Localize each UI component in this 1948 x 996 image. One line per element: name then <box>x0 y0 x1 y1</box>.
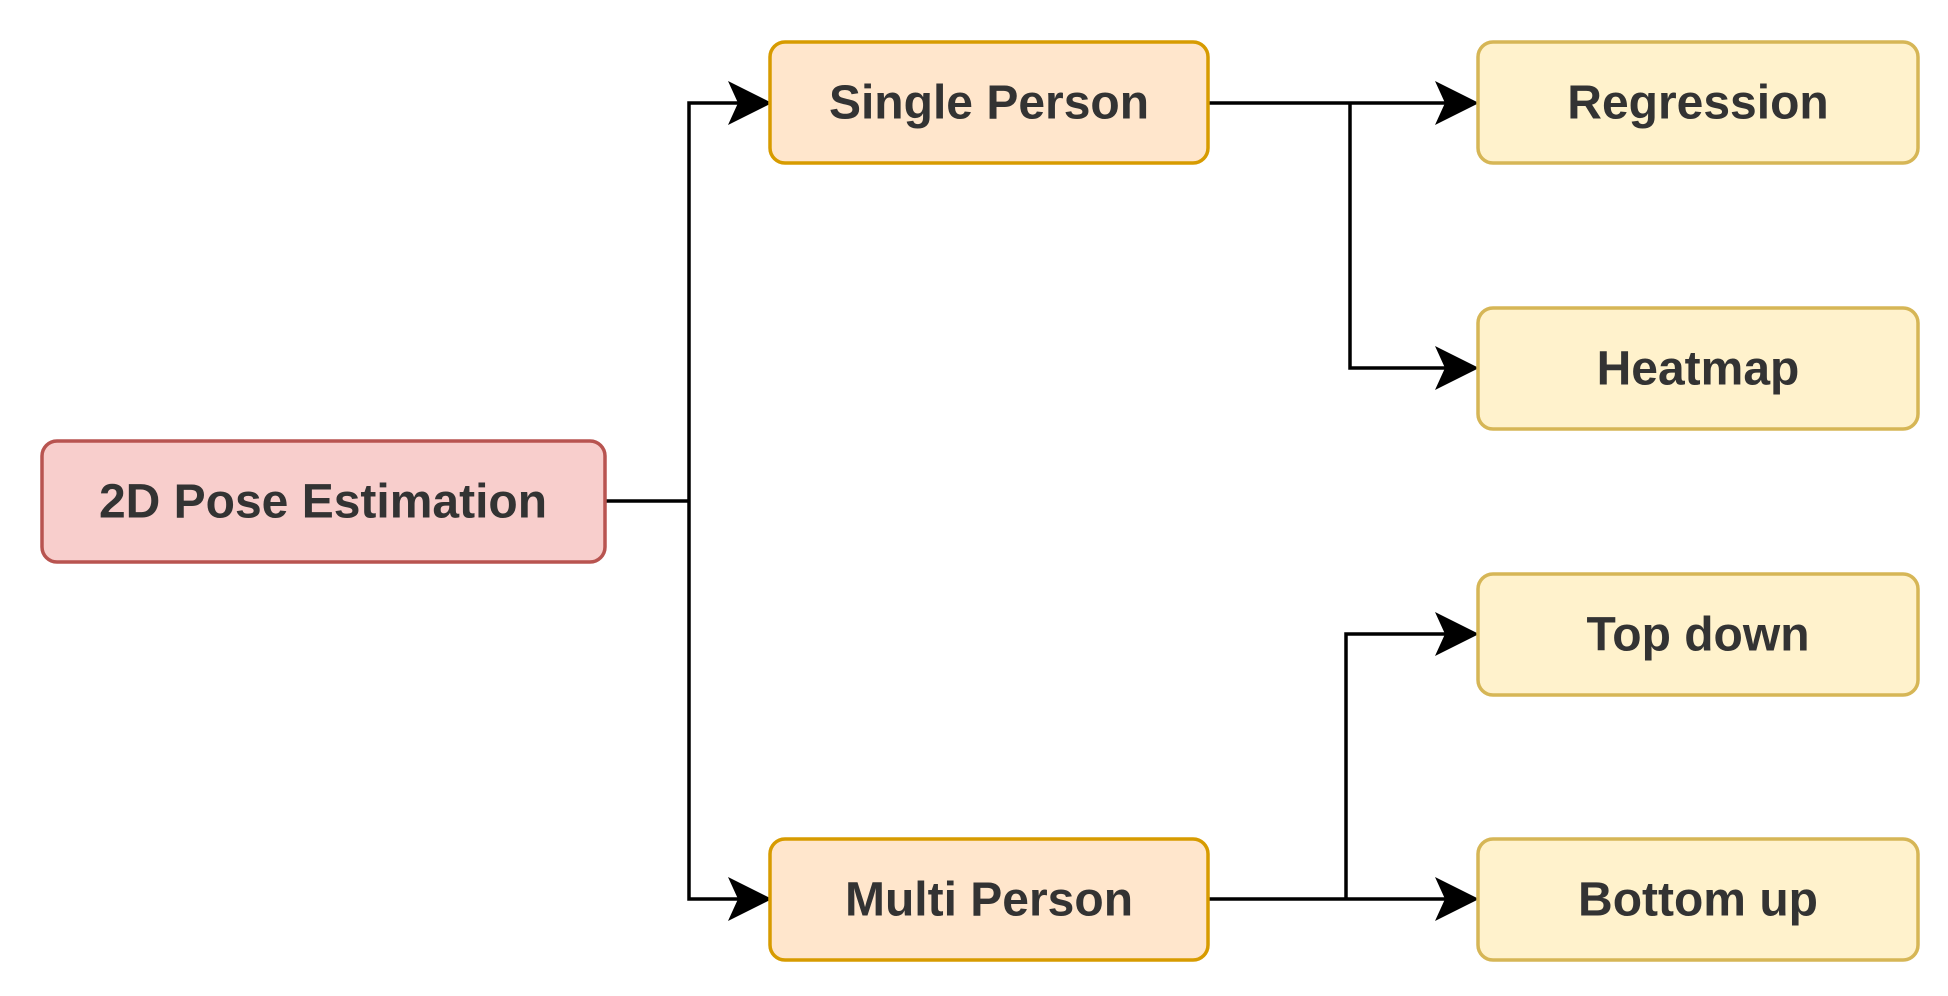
node-regression-box <box>1476 40 1920 165</box>
node-single-person-label: Single Person <box>829 77 1149 130</box>
node-top-down-label: Top down <box>1586 609 1809 662</box>
node-single-person-box <box>768 40 1210 165</box>
connector-single-person-to-heatmap <box>1348 103 1479 390</box>
node-bottom-up-box <box>1476 837 1920 962</box>
node-regression: Regression <box>1476 40 1920 165</box>
connector-multi-person-to-top-down <box>1344 612 1479 899</box>
connector-root-to-multi-person <box>687 501 772 921</box>
node-multi-person-label: Multi Person <box>845 874 1133 927</box>
node-top-down: Top down <box>1476 572 1920 697</box>
node-2d-pose-estimation: 2D Pose Estimation <box>40 439 607 564</box>
node-2d-pose-estimation-label: 2D Pose Estimation <box>99 476 547 529</box>
node-heatmap: Heatmap <box>1476 306 1920 431</box>
node-2d-pose-estimation-box <box>40 439 607 564</box>
node-multi-person: Multi Person <box>768 837 1210 962</box>
node-bottom-up: Bottom up <box>1476 837 1920 962</box>
connectors <box>605 81 1479 921</box>
node-multi-person-box <box>768 837 1210 962</box>
node-heatmap-label: Heatmap <box>1597 343 1800 396</box>
node-single-person: Single Person <box>768 40 1210 165</box>
node-regression-label: Regression <box>1567 77 1828 130</box>
node-heatmap-box <box>1476 306 1920 431</box>
connector-root-to-single-person <box>687 81 772 501</box>
node-top-down-box <box>1476 572 1920 697</box>
node-bottom-up-label: Bottom up <box>1578 874 1818 927</box>
